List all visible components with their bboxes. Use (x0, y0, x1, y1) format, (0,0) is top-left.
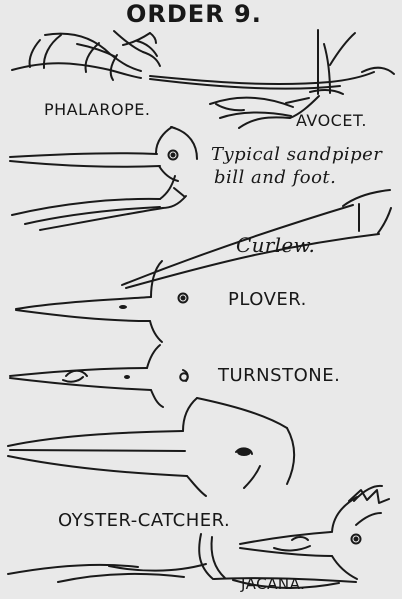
turnstone-label: TURNSTONE. (218, 365, 340, 386)
oystercatcher-illustration (8, 398, 294, 496)
phalarope-foot (12, 31, 160, 80)
plover-label: PLOVER. (228, 289, 307, 310)
diagram-title: ORDER 9. (126, 0, 262, 28)
jacana-label: JACANA. (241, 575, 305, 593)
sandpiper-illustration (10, 127, 197, 230)
curlew-label: Curlew. (236, 233, 315, 257)
avocet-label: AVOCET. (296, 111, 367, 130)
jacana-illustration (8, 486, 389, 588)
turnstone-illustration (10, 345, 188, 407)
typical-label-line-2: bill and foot. (214, 168, 336, 188)
oystercatcher-label: OYSTER-CATCHER. (58, 510, 230, 531)
plover-illustration (16, 261, 188, 342)
phalarope-label: PHALAROPE. (44, 100, 150, 119)
typical-label-line-1: Typical sandpiper (211, 145, 382, 165)
